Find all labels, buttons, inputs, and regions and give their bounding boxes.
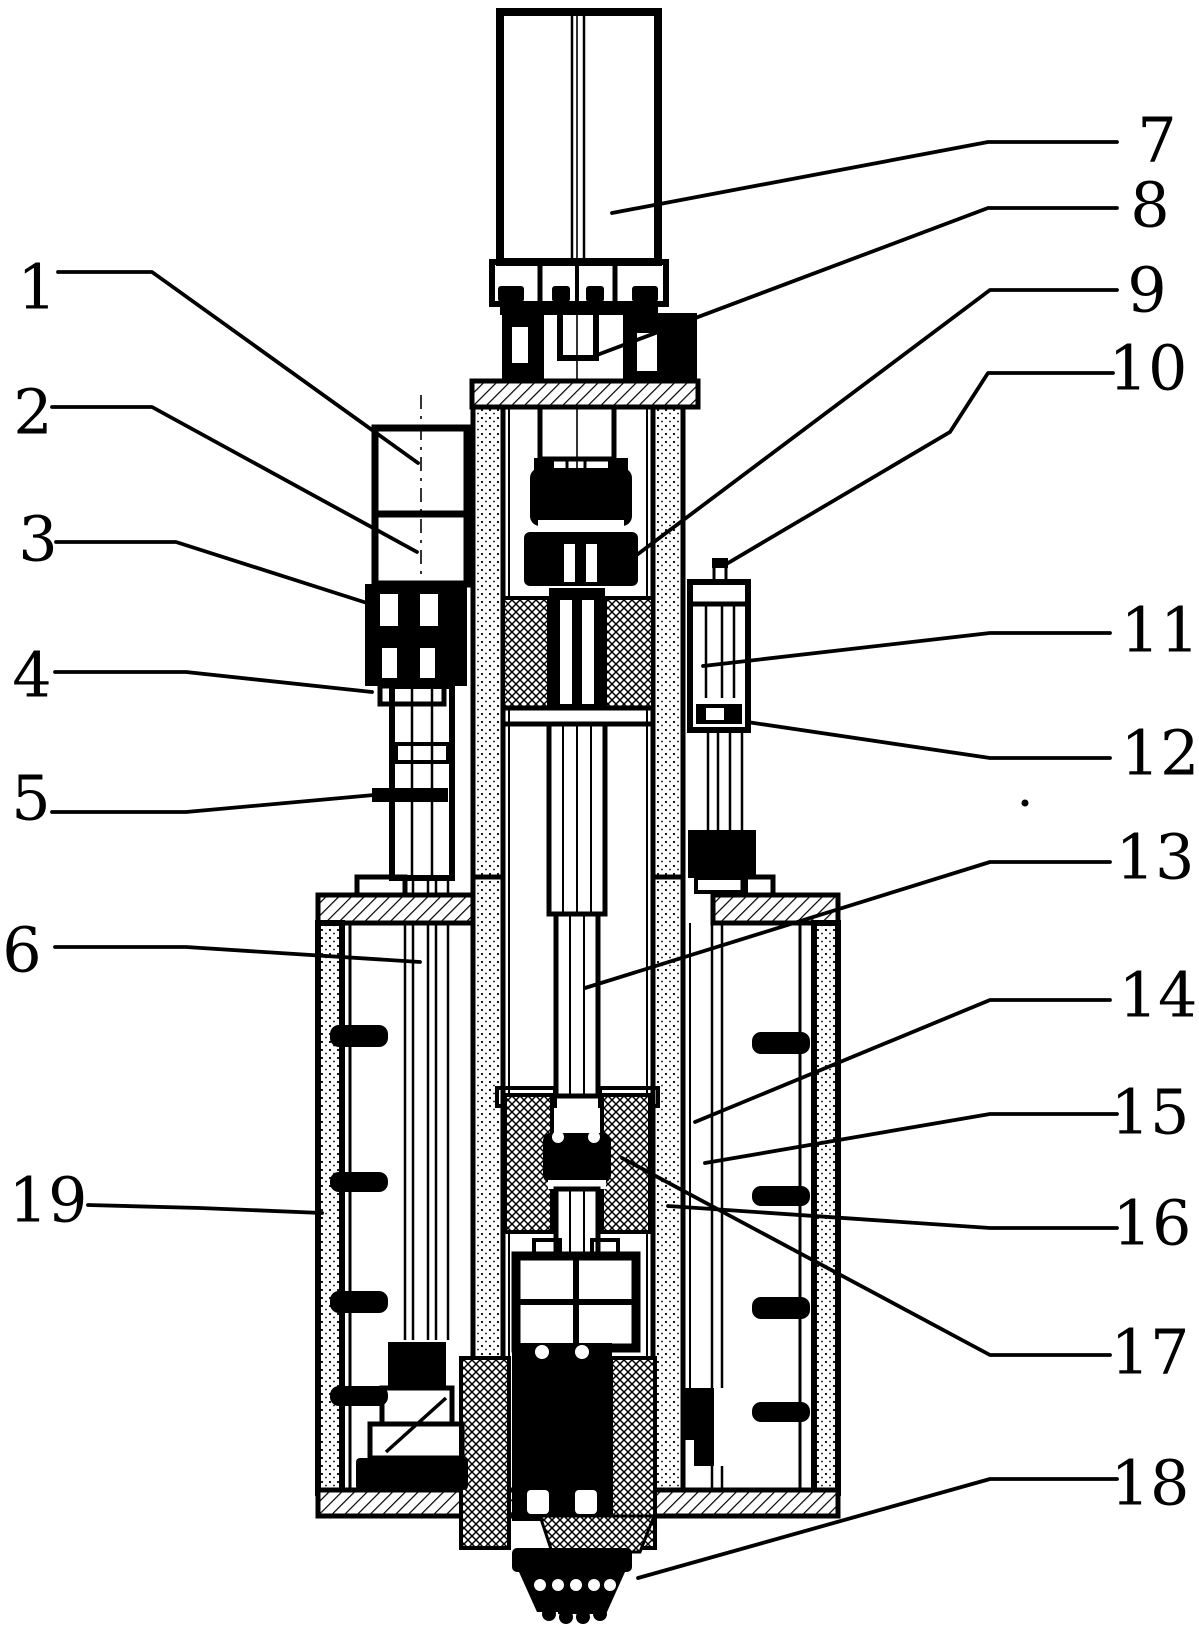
leader-line-14 [693, 998, 1112, 1124]
callout-label-12: 12 [1121, 717, 1199, 790]
leader-line-5 [50, 793, 376, 814]
callout-label-19: 19 [9, 1164, 88, 1237]
top-cylinder [489, 8, 669, 315]
leader-line-8 [595, 206, 1119, 357]
lower-bearing-flange [495, 1086, 660, 1260]
callout-label-1: 1 [17, 251, 56, 324]
leader-line-18 [636, 1477, 1119, 1580]
motor-coupling [511, 1238, 641, 1353]
callout-label-17: 17 [1111, 1316, 1190, 1389]
callout-label-15: 15 [1111, 1076, 1190, 1149]
drawbar-clamp [356, 1342, 468, 1490]
callout-label-18: 18 [1111, 1447, 1190, 1520]
leader-line-19 [86, 1203, 324, 1215]
leader-line-4 [53, 670, 374, 694]
upper-bearing-block [500, 588, 656, 727]
leader-line-12 [745, 720, 1112, 760]
assembly-drawing [315, 8, 1029, 1624]
chuck [512, 1514, 657, 1624]
leader-line-17 [620, 1156, 1112, 1357]
outer-housing [315, 874, 841, 1519]
callout-label-16: 16 [1113, 1187, 1192, 1260]
leader-line-13 [583, 860, 1112, 990]
stray-dot [1021, 799, 1029, 807]
leader-line-10 [721, 371, 1115, 568]
callout-label-4: 4 [12, 639, 51, 712]
leader-line-3 [54, 540, 369, 605]
leader-line-15 [703, 1112, 1119, 1165]
callout-label-14: 14 [1119, 959, 1198, 1032]
leader-line-1 [56, 270, 420, 465]
callout-label-10: 10 [1109, 332, 1188, 405]
callout-label-5: 5 [11, 762, 50, 835]
spindle-shaft [546, 721, 608, 1099]
floating-coupling [524, 458, 638, 586]
leader-line-16 [666, 1204, 1119, 1230]
left-guide-column [372, 683, 455, 1340]
callout-label-11: 11 [1121, 594, 1199, 667]
head-flange [469, 313, 701, 410]
left-cylinder-box [365, 424, 471, 686]
leader-line-2 [50, 405, 419, 554]
callout-label-2: 2 [13, 376, 52, 449]
callout-label-13: 13 [1116, 821, 1195, 894]
callout-label-8: 8 [1130, 169, 1169, 242]
callout-label-6: 6 [2, 914, 41, 987]
callout-label-3: 3 [18, 503, 57, 576]
callout-label-9: 9 [1127, 254, 1166, 327]
leader-line-11 [701, 631, 1112, 668]
leader-line-7 [610, 140, 1119, 215]
leader-line-6 [53, 945, 422, 964]
callout-label-7: 7 [1137, 104, 1176, 177]
leader-line-9 [628, 288, 1119, 562]
